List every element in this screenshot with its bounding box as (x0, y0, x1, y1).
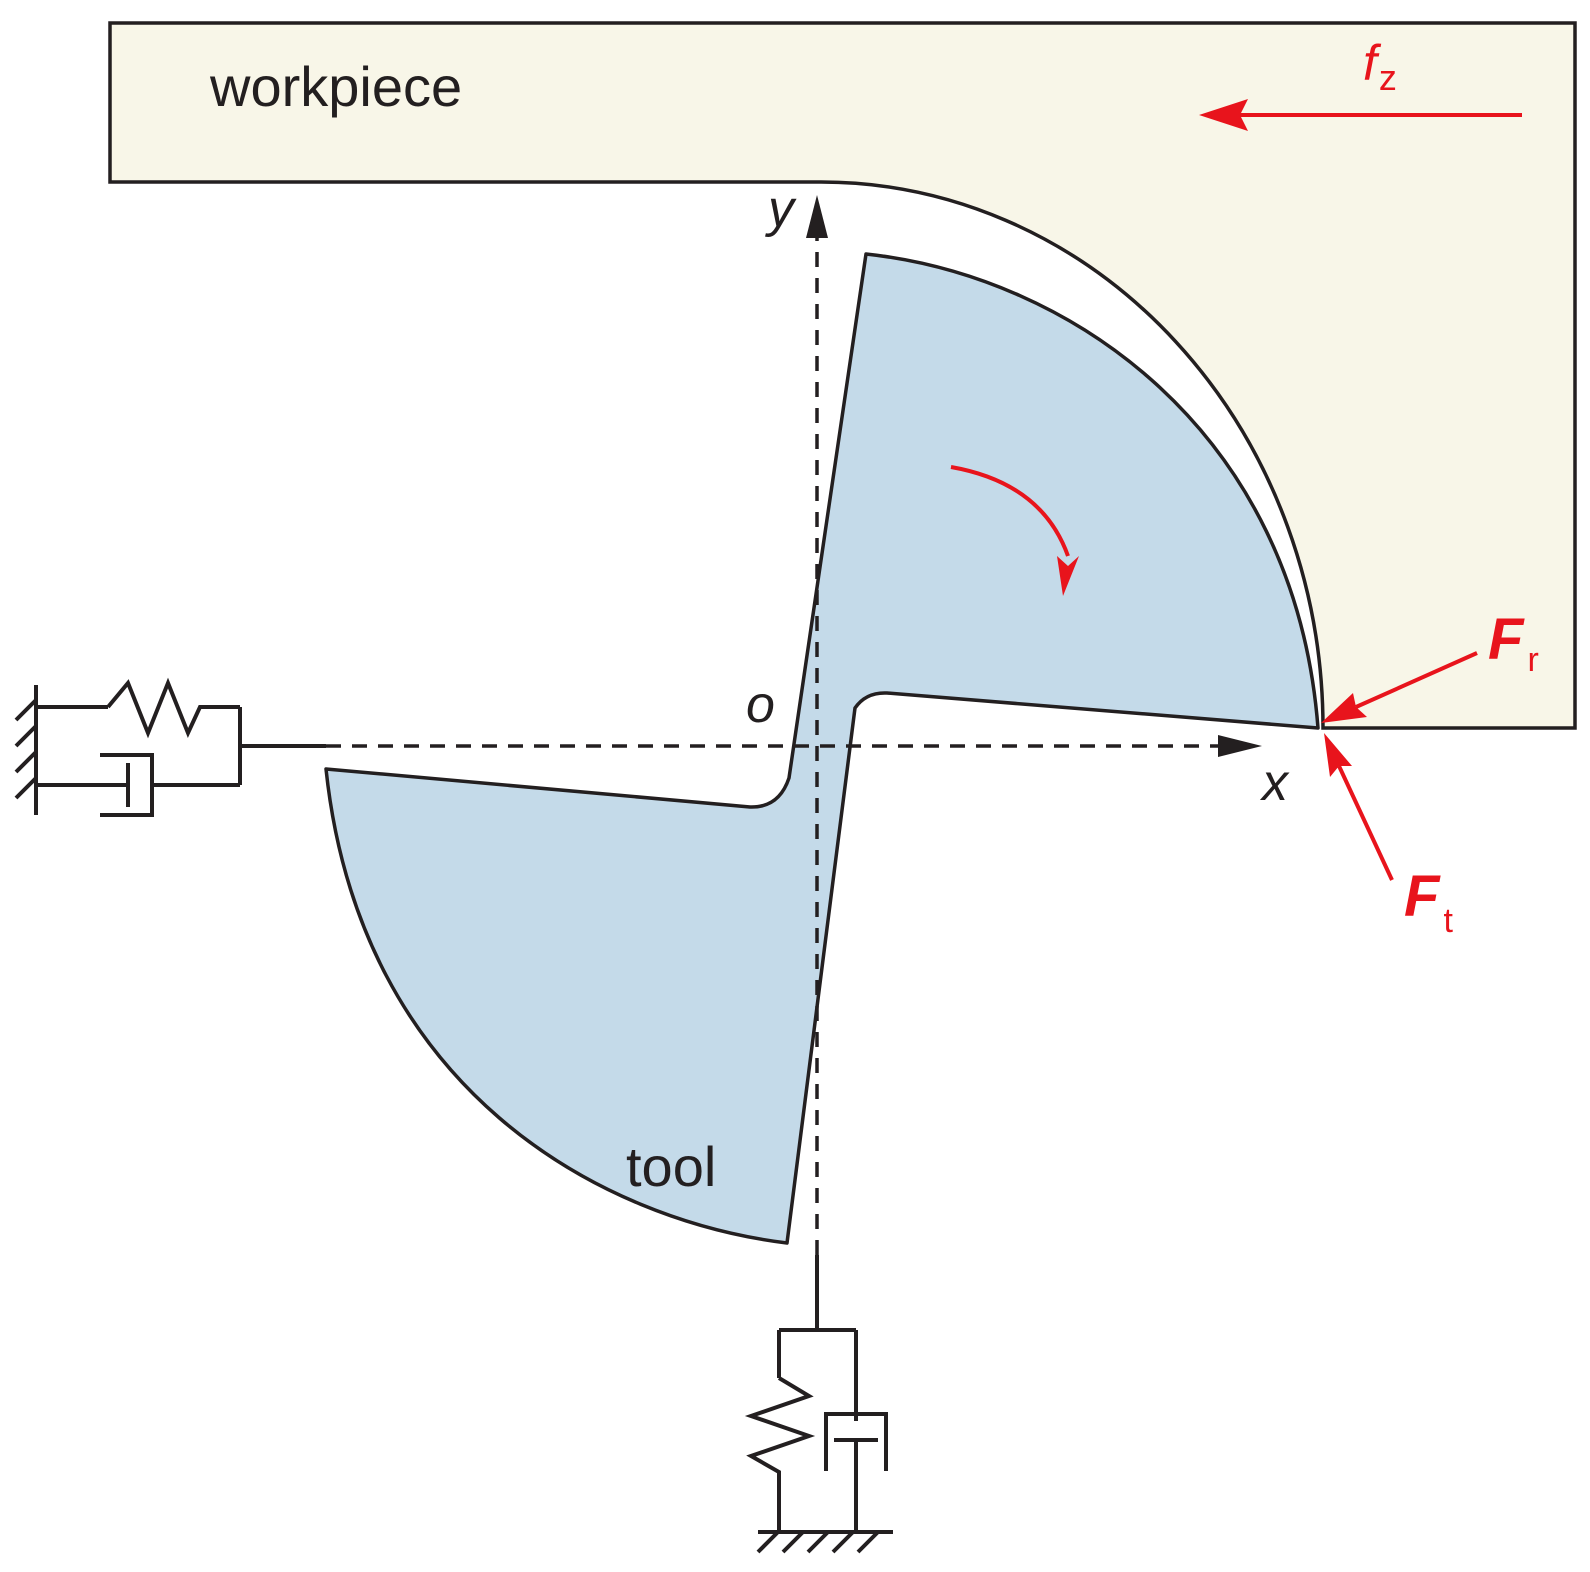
y-support (744, 1255, 893, 1554)
workpiece-label: workpiece (209, 55, 462, 118)
ground-hatch-icon (14, 685, 38, 815)
x-support (14, 677, 326, 817)
tangential-force-arrow (1324, 733, 1394, 881)
spring-icon (744, 1376, 816, 1532)
radial-force-arrow (1321, 651, 1478, 723)
tool-body (324, 252, 1320, 1245)
tool-label: tool (626, 1135, 716, 1198)
rotation-arrow-icon (950, 465, 1079, 596)
ground-hatch-icon (756, 1530, 893, 1554)
x-axis-arrowhead (1218, 735, 1262, 757)
y-axis-label: y (765, 180, 797, 238)
x-axis-label: x (1259, 754, 1290, 812)
feed-arrow (1199, 99, 1522, 131)
workpiece-body (108, 21, 1577, 730)
y-axis-arrowhead (806, 195, 828, 238)
spring-icon (106, 677, 240, 739)
origin-label: o (746, 676, 775, 734)
